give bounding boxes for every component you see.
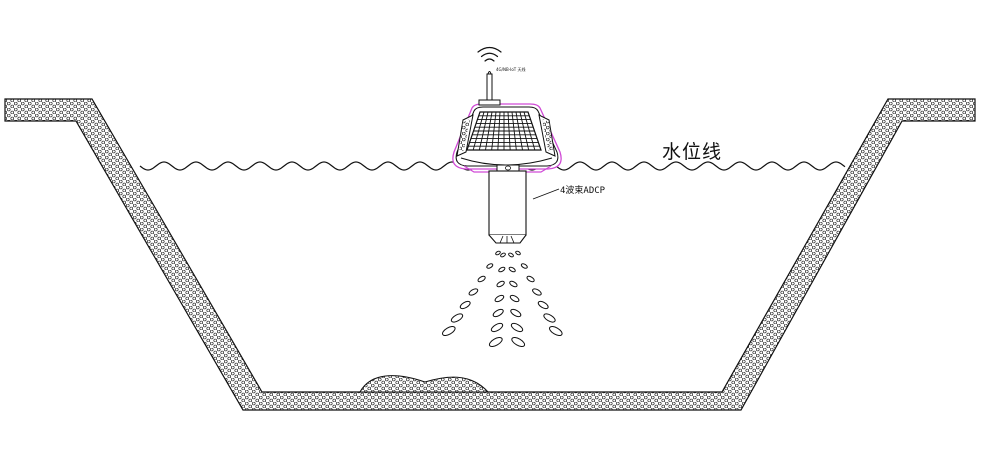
sediment-mound xyxy=(359,375,490,393)
antenna-mast xyxy=(486,73,493,101)
acoustic-beam-pulse xyxy=(510,322,524,333)
acoustic-beam-pulse xyxy=(477,275,486,283)
acoustic-beam-pulse xyxy=(510,308,522,318)
acoustic-beam-pulse xyxy=(526,275,535,283)
acoustic-beam-pulse xyxy=(511,336,526,348)
antenna-label: 4G/NB-IoT 天线 xyxy=(496,67,526,72)
acoustic-beam-pulse xyxy=(543,313,556,323)
acoustic-beam-pulse xyxy=(442,325,456,337)
acoustic-beam-pulse xyxy=(486,263,494,269)
acoustic-beam-pulse xyxy=(492,308,504,318)
adcp-instrument xyxy=(488,164,560,244)
acoustic-beam-pulse xyxy=(488,336,503,348)
acoustic-beam-pulse xyxy=(520,263,528,269)
acoustic-beam-pulse xyxy=(459,300,471,310)
acoustic-beam-pulse xyxy=(494,294,505,303)
wifi-signal-icon xyxy=(477,46,502,62)
acoustic-beam-pulse xyxy=(495,250,501,256)
acoustic-beam-pulse xyxy=(509,294,520,303)
acoustic-beam-pulse xyxy=(508,266,516,273)
water-level-label: 水位线 xyxy=(662,141,723,163)
channel-embankment xyxy=(4,98,976,411)
acoustic-beam-pulse xyxy=(500,252,506,258)
acoustic-beam-pulse xyxy=(498,266,506,273)
buoy xyxy=(452,46,562,173)
acoustic-beam-pulse xyxy=(509,280,518,288)
acoustic-beam-pulse xyxy=(532,288,542,296)
acoustic-beam-pulse xyxy=(508,252,514,258)
acoustic-beam-pulse xyxy=(450,313,464,323)
acoustic-beam-pulse xyxy=(496,280,505,288)
acoustic-beams xyxy=(442,250,563,348)
acoustic-beam-pulse xyxy=(549,325,563,337)
adcp-label: 4波束ADCP xyxy=(560,186,606,196)
acoustic-beam-pulse xyxy=(515,250,521,256)
acoustic-beam-pulse xyxy=(490,322,504,333)
acoustic-beam-pulse xyxy=(537,300,549,310)
acoustic-beam-pulse xyxy=(468,288,479,296)
adcp-leader-line xyxy=(532,188,560,200)
